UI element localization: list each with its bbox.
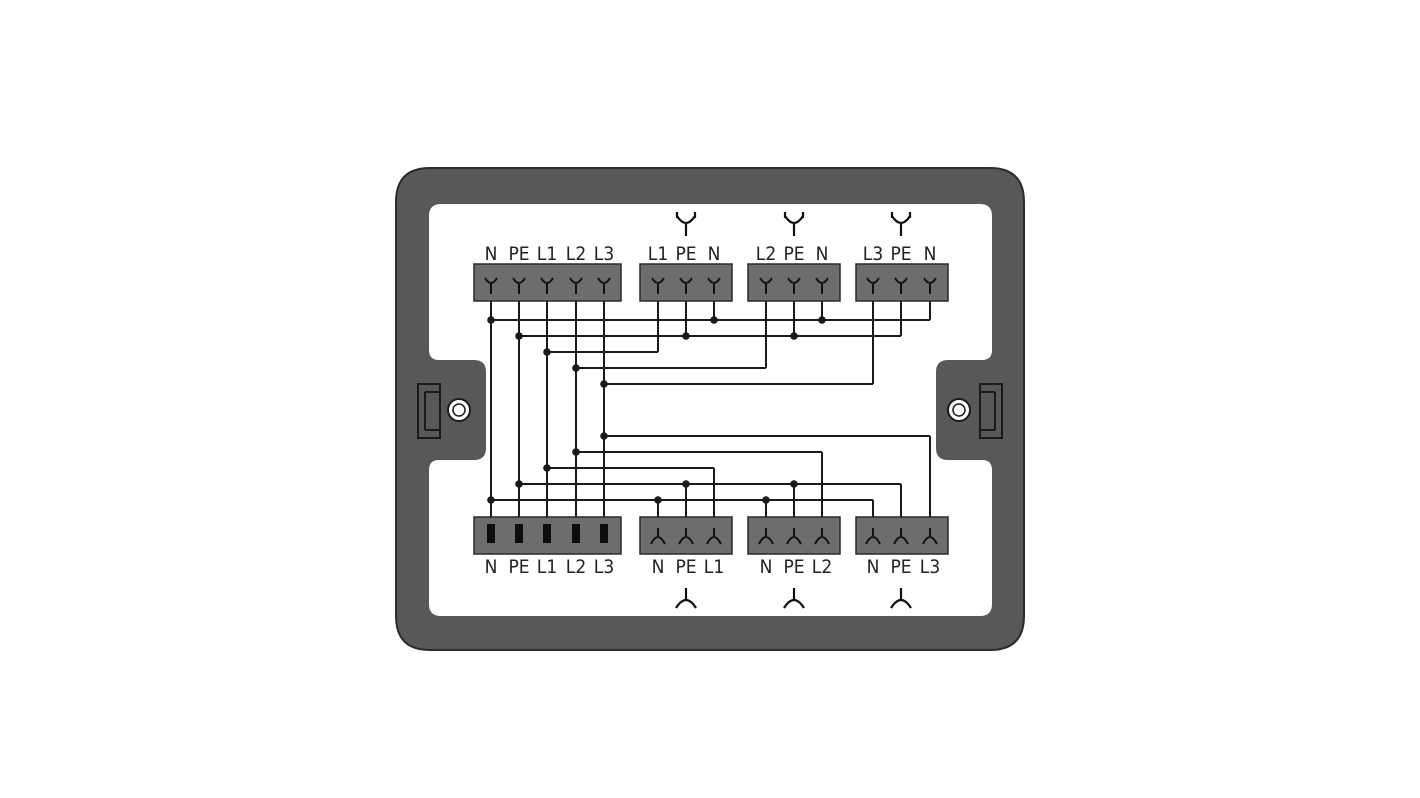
pin-contact-icon [543,524,551,543]
terminal-label: L1 [704,556,724,578]
plug-contact-icon [678,528,694,545]
bot-2-labels: N PE L2 [760,556,833,578]
socket-symbol-icon [783,212,805,236]
terminal-label: N [652,556,665,578]
socket-contact-icon [679,277,693,294]
socket-contact-icon [512,277,526,294]
top-main-terminal-block [473,263,622,302]
pin-contact-icon [572,524,580,543]
terminal-label: L1 [537,556,557,578]
terminal-label: N [924,243,937,265]
top-1-labels: L1 PE N [648,243,721,265]
plug-symbol-icon [783,588,805,609]
plug-contact-icon [814,528,830,545]
plug-contact-icon [865,528,881,545]
socket-contact-icon [484,277,498,294]
plug-contact-icon [893,528,909,545]
junction-dot [790,480,798,488]
plug-contact-icon [650,528,666,545]
bot-main-labels: N PE L1 L2 L3 [485,556,615,578]
terminal-label: N [867,556,880,578]
pin-contact-icon [487,524,495,543]
socket-contact-icon [707,277,721,294]
socket-contact-icon [923,277,937,294]
socket-symbol-icon [675,212,697,236]
terminal-blocks [473,212,949,609]
junction-dot [654,496,662,504]
bot-1-labels: N PE L1 [652,556,725,578]
terminal-label: L3 [863,243,883,265]
terminal-label: PE [783,243,804,265]
terminal-label: L1 [537,243,557,265]
socket-contact-icon [540,277,554,294]
socket-contact-icon [651,277,665,294]
terminal-label: L2 [566,243,586,265]
junction-dot [762,496,770,504]
terminal-label: N [708,243,721,265]
terminal-label: PE [675,556,696,578]
junction-dot [710,316,718,324]
junction-dot [818,316,826,324]
terminal-label: N [485,243,498,265]
plug-contact-icon [758,528,774,545]
plug-contact-icon [786,528,802,545]
right-screw-hole-icon [947,398,971,422]
terminal-label: N [816,243,829,265]
terminal-label: L2 [812,556,832,578]
terminal-label: L3 [920,556,940,578]
terminal-label: L3 [594,556,614,578]
terminal-label: L2 [756,243,776,265]
socket-contact-icon [569,277,583,294]
left-mount-latch [417,383,471,439]
plug-symbol-icon [675,588,697,609]
terminal-label: N [760,556,773,578]
terminal-label: PE [783,556,804,578]
top-2-labels: L2 PE N [756,243,829,265]
top-3-labels: L3 PE N [863,243,937,265]
terminal-label: PE [675,243,696,265]
plug-symbol-icon [890,588,912,609]
socket-contact-icon [866,277,880,294]
plug-contact-icon [706,528,722,545]
right-mount-latch [947,383,1003,439]
left-screw-hole-icon [447,398,471,422]
terminal-label: N [485,556,498,578]
bot-3-labels: N PE L3 [867,556,941,578]
pin-contact-icon [600,524,608,543]
top-main-labels: N PE L1 L2 L3 [485,243,615,265]
terminal-label: L3 [594,243,614,265]
socket-contact-icon [597,277,611,294]
socket-contact-icon [815,277,829,294]
socket-contact-icon [759,277,773,294]
terminal-label: PE [508,243,529,265]
wiring-lines [487,300,931,518]
housing-inner [429,204,992,616]
junction-dot [790,332,798,340]
socket-contact-icon [787,277,801,294]
terminal-label: PE [890,243,911,265]
terminal-label: L1 [648,243,668,265]
terminal-label: L2 [566,556,586,578]
terminal-label: PE [890,556,911,578]
pin-contact-icon [515,524,523,543]
socket-contact-icon [894,277,908,294]
terminal-label: PE [508,556,529,578]
junction-dot [682,480,690,488]
plug-contact-icon [922,528,938,545]
socket-symbol-icon [890,212,912,236]
junction-dot [682,332,690,340]
